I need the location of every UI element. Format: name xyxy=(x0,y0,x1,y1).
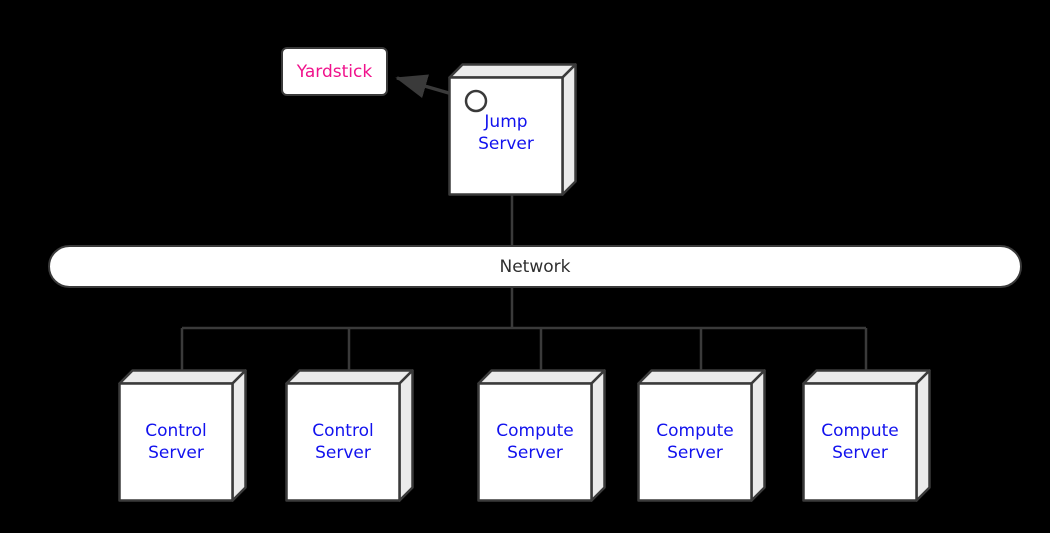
cube-top-face xyxy=(802,369,931,385)
cube-top-face xyxy=(118,369,247,385)
cube-front-face xyxy=(637,382,753,502)
compute-server-3-cube xyxy=(802,369,931,502)
compute-server-2-label: Compute Server xyxy=(656,421,734,463)
control-server-2-cube xyxy=(285,369,414,502)
cube-right-face xyxy=(750,369,766,502)
compute-server-1-label: Compute Server xyxy=(496,421,574,463)
cube-top-face xyxy=(285,369,414,385)
cube-top-face xyxy=(477,369,606,385)
cube-front-face xyxy=(285,382,401,502)
jump-server-label: Jump Server xyxy=(478,112,534,154)
control-server-1-label: Control Server xyxy=(145,421,207,463)
cube-right-face xyxy=(231,369,247,502)
cube-top-face xyxy=(637,369,766,385)
jump-server-cube xyxy=(448,63,577,196)
cube-right-face xyxy=(590,369,606,502)
control-server-1-cube xyxy=(118,369,247,502)
compute-server-2-cube xyxy=(637,369,766,502)
compute-server-1-cube xyxy=(477,369,606,502)
cube-right-face xyxy=(398,369,414,502)
cube-right-face xyxy=(561,63,577,196)
compute-server-3-label: Compute Server xyxy=(821,421,899,463)
cube-front-face xyxy=(118,382,234,502)
network-label: Network xyxy=(499,256,571,277)
yardstick-label: Yardstick xyxy=(296,61,373,82)
network-node: Network xyxy=(48,245,1022,288)
port-circle-icon xyxy=(464,89,488,113)
cube-right-face xyxy=(915,369,931,502)
cube-top-face xyxy=(448,63,577,79)
yardstick-node: Yardstick xyxy=(281,47,388,96)
cube-front-face xyxy=(477,382,593,502)
control-server-2-label: Control Server xyxy=(312,421,374,463)
cube-front-face xyxy=(802,382,918,502)
